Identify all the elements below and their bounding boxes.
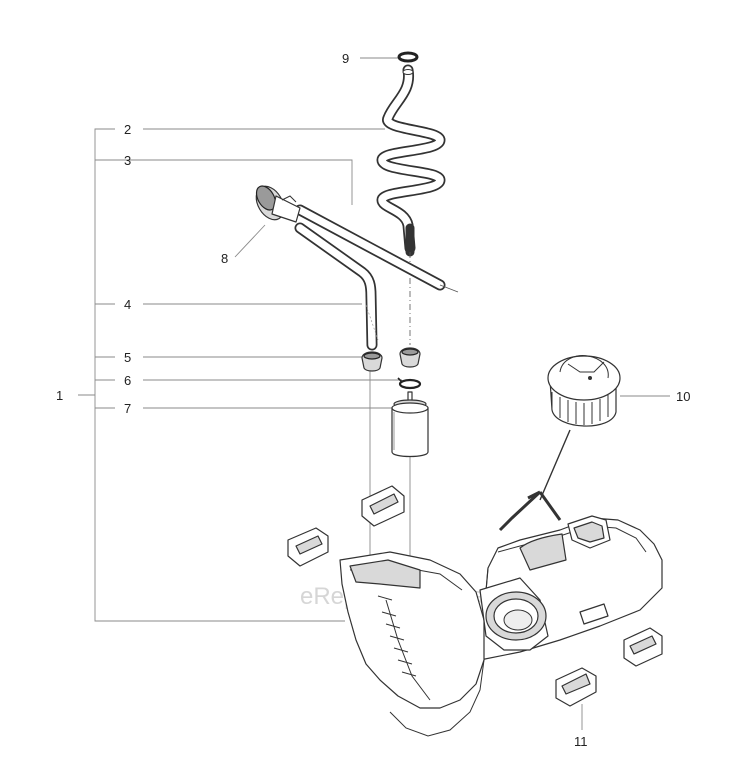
callout-11: 11 [574,734,588,749]
mount-left [287,527,329,567]
cap-tether [498,429,571,532]
bent-hose [294,222,379,351]
return-hose [294,204,459,293]
coiled-fuel-hose [376,64,446,345]
callout-7: 7 [124,401,131,416]
grommet-right [399,347,421,368]
fuel-filter [391,391,429,458]
callout-5: 5 [124,350,131,365]
callout-2: 2 [124,122,131,137]
mount-right [623,627,663,667]
mount-bottom [555,667,597,707]
grommet-left [361,351,383,372]
leader-lines [78,57,670,730]
mount-upper [361,485,405,527]
primer-valve [255,185,301,223]
fuel-tank [339,515,663,737]
callout-1: 1 [56,388,63,403]
callout-8: 8 [221,251,228,266]
callout-3: 3 [124,153,131,168]
hose-clip [397,377,422,390]
callout-10: 10 [676,389,690,404]
fuel-cap [547,355,621,427]
clamp-ring [397,51,419,63]
callout-9: 9 [342,51,349,66]
callout-labels: 1 2 3 4 5 6 7 8 9 10 11 [56,51,690,749]
callout-4: 4 [124,297,131,312]
callout-6: 6 [124,373,131,388]
